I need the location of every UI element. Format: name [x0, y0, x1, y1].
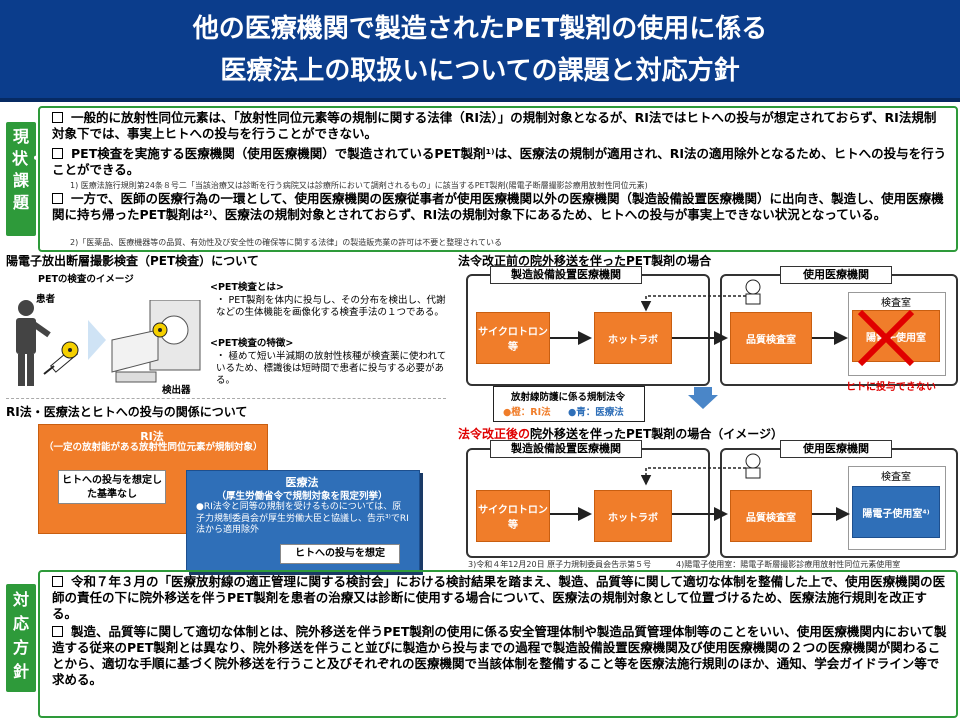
- legend-orange: ●橙：RI法: [503, 407, 551, 418]
- ri-law-note: ヒトへの投与を想定した基準なし: [58, 470, 166, 504]
- issue-bullet-1: 一般的に放射性同位元素は、「放射性同位元素等の規制に関する法律（RI法）」の規制…: [52, 110, 937, 141]
- issue-bullet-2: PET検査を実施する医療機関（使用医療機関）で製造されているPET製剤¹⁾は、医…: [52, 146, 947, 177]
- after-cyclotron-box: サイクロトロン等: [476, 490, 550, 542]
- medical-law-body: ●RI法令と同等の規制を受けるものについては、原子力規制委員会が厚生労働大臣と協…: [196, 502, 409, 535]
- pet-section-heading: 陽電子放出断層撮影検査（PET検査）について: [6, 254, 259, 268]
- arrow-right-icon: [88, 320, 106, 360]
- legend-blue: ●青：医療法: [568, 407, 624, 418]
- after-heading: 法令改正後の院外移送を伴ったPET製剤の場合（イメージ）: [458, 427, 783, 441]
- policy-tag: 対応方針: [6, 584, 36, 692]
- patient-label: 患者: [36, 294, 56, 305]
- before-arrows: [550, 295, 915, 367]
- patient-icon: [16, 300, 51, 386]
- before-cyclotron-box: サイクロトロン等: [476, 312, 550, 364]
- radiation-icon: [61, 341, 79, 359]
- before-qc-box: 品質検査室: [730, 312, 812, 364]
- legend-box: [493, 386, 645, 422]
- title-bar: 他の医療機関で製造されたPET製剤の使用に係る 医療法上の取扱いについての課題と…: [0, 0, 960, 102]
- before-use-label: 使用医療機関: [780, 266, 892, 284]
- pet-feature-body: ・ 極めて短い半減期の放射性核種が検査薬に使われているため、標識後は短時間で患者…: [216, 351, 447, 386]
- footnote-1: 1) 医療法施行規則第24条８号二「当該治療又は診断を行う病院又は診療所において…: [70, 181, 648, 190]
- checkbox-square-icon: [52, 148, 63, 159]
- medical-law-subtitle: （厚生労働省令で規制対象を限定列挙）: [216, 491, 388, 502]
- checkbox-square-icon: [52, 193, 63, 204]
- issue-bullet-3: 一方で、医師の医療行為の一環として、使用医療機関の医療従事者が使用医療機関以外の…: [52, 191, 944, 222]
- pet-what-title: <PET検査とは>: [210, 282, 284, 293]
- after-use-label: 使用医療機関: [780, 440, 892, 458]
- footnote-3: 3)令和４年12月20日 原子力規制委員会告示第５号: [468, 560, 652, 569]
- current-issues-tag: 現状・課題: [6, 122, 44, 236]
- policy-box: [38, 570, 958, 718]
- before-heading: 法令改正前の院外移送を伴ったPET製剤の場合: [458, 254, 712, 268]
- cross-mark-icon: [857, 309, 915, 367]
- footnote-2: 2)「医薬品、医療機器等の品質、有効性及び安全性の確保等に関する法律」の製造販売…: [70, 238, 502, 247]
- after-mfg-label: 製造設備設置医療機関: [490, 440, 642, 458]
- ri-law-title: RI法: [140, 430, 164, 443]
- ri-law-subtitle: （一定の放射能がある放射性同位元素が規制対象）: [44, 442, 263, 453]
- after-qc-box: 品質検査室: [730, 490, 812, 542]
- policy-bullet-1: 令和７年３月の「医療放射線の適正管理に関する検討会」における検討結果を踏まえ、製…: [52, 574, 946, 621]
- after-exam-label: 検査室: [881, 472, 911, 483]
- legend-title: 放射線防護に係る規制法令: [510, 392, 625, 403]
- pet-what-body: ・ PET製剤を体内に投与し、その分布を検出し、代謝などの生体機能を画像化する検…: [216, 295, 446, 318]
- checkbox-square-icon: [52, 626, 63, 637]
- pet-feature-title: <PET検査の特徴>: [210, 338, 294, 349]
- pet-illustration: [16, 300, 201, 386]
- page-title-line2: 医療法上の取扱いについての課題と対応方針: [220, 56, 740, 86]
- after-hotlab-box: ホットラボ: [594, 490, 672, 542]
- pet-section-panel: [6, 268, 446, 399]
- before-hotlab-box: ホットラボ: [594, 312, 672, 364]
- footnote-4: 4)陽電子使用室：陽電子断層撮影診療用放射性同位元素使用室: [676, 560, 901, 569]
- pet-scanner-icon: [111, 300, 201, 383]
- staff-icon-after: [745, 453, 761, 479]
- before-exam-label: 検査室: [881, 298, 911, 309]
- detector-label: 検出器: [162, 385, 191, 396]
- after-arrows: [550, 467, 850, 521]
- ri-section-heading: RI法・医療法とヒトへの投与の関係について: [6, 405, 248, 419]
- page-title-line1: 他の医療機関で製造されたPET製剤の使用に係る: [192, 14, 768, 44]
- checkbox-square-icon: [52, 112, 63, 123]
- pet-image-label: PETの検査のイメージ: [38, 274, 134, 285]
- checkbox-square-icon: [52, 576, 63, 587]
- current-issues-box: [38, 106, 958, 252]
- staff-icon: [745, 279, 761, 305]
- before-mfg-label: 製造設備設置医療機関: [490, 266, 642, 284]
- medical-law-title: 医療法: [285, 476, 319, 489]
- policy-bullet-2: 製造、品質等に関して適切な体制とは、院外移送を伴うPET製剤の使用に係る安全管理…: [52, 624, 947, 687]
- before-no-admin-text: ヒトに投与できない: [846, 382, 936, 393]
- medical-law-note: ヒトへの投与を想定: [280, 544, 400, 564]
- down-arrow-icon: [688, 387, 718, 409]
- after-pet-room-box: 陽電子使用室⁴⁾: [852, 486, 940, 538]
